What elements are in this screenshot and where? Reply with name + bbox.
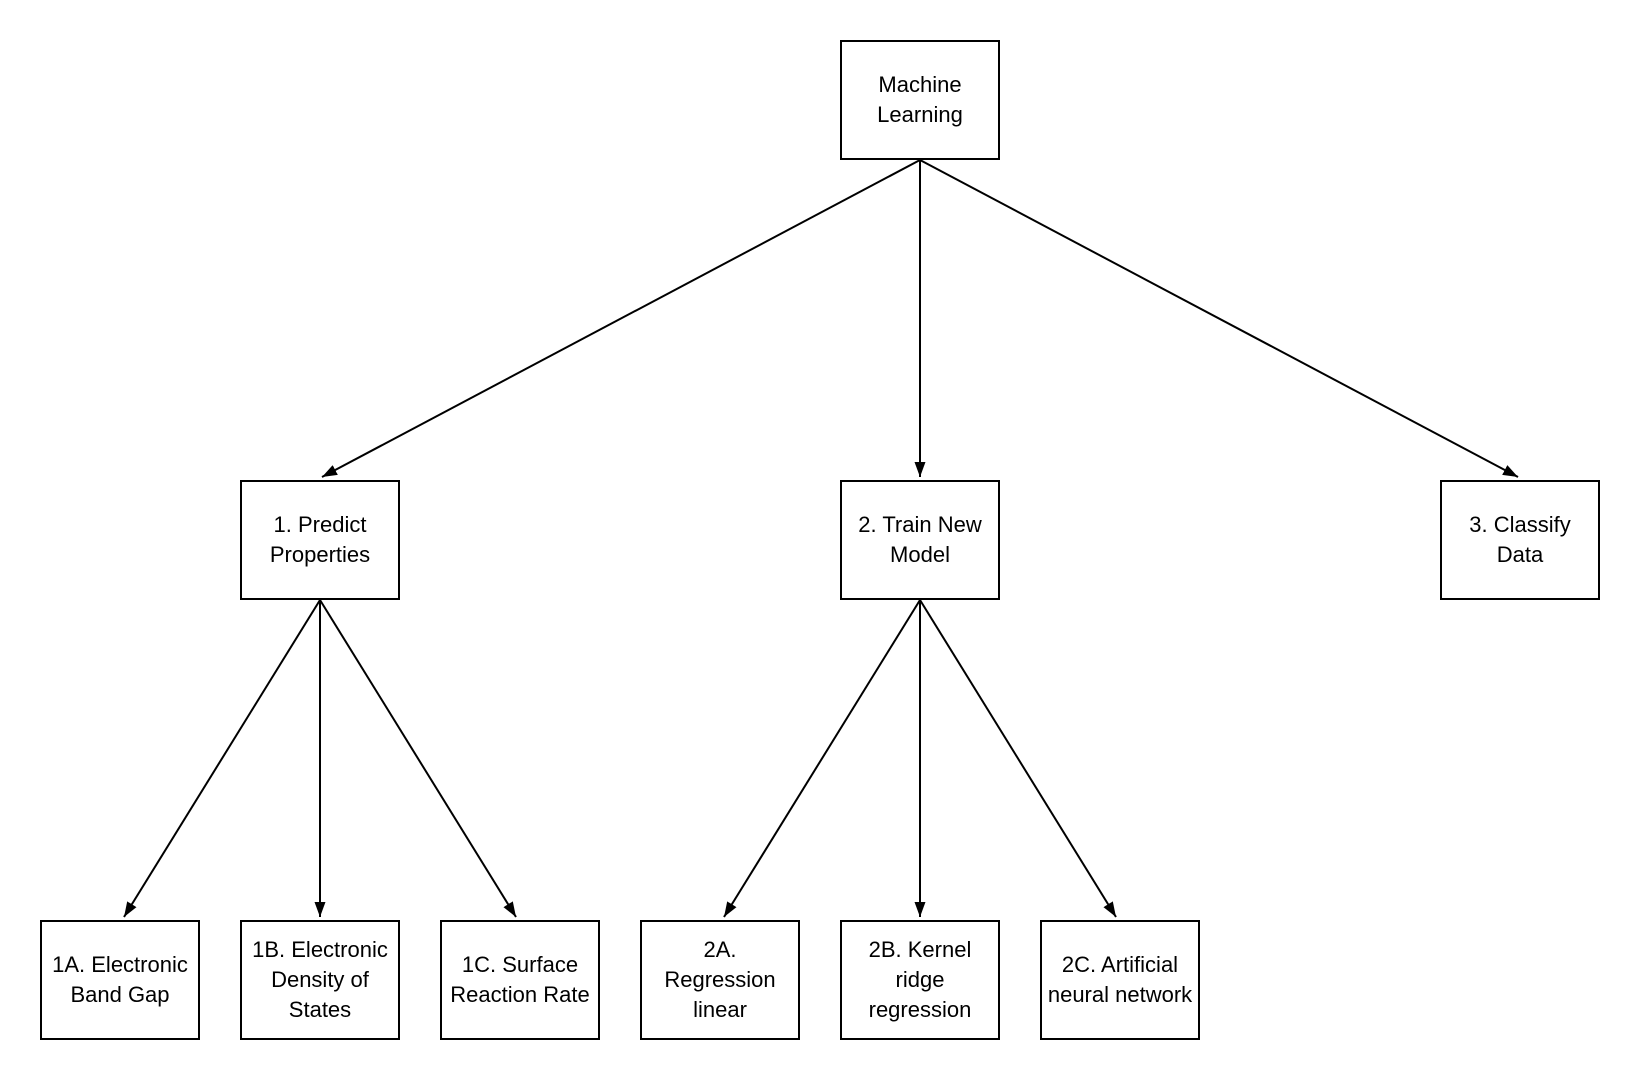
node-surface-reaction-rate: 1C. Surface Reaction Rate — [440, 920, 600, 1040]
node-artificial-neural-network: 2C. Artificial neural network — [1040, 920, 1200, 1040]
node-electronic-density-states: 1B. Electronic Density of States — [240, 920, 400, 1040]
edge-train-to-regression-linear — [723, 599, 921, 918]
edge-ml-to-classify-data — [919, 159, 1519, 478]
node-kernel-ridge-regression: 2B. Kernel ridge regression — [840, 920, 1000, 1040]
edge-predict-to-band-gap — [123, 599, 321, 918]
edge-predict-to-reaction-rate — [319, 599, 517, 918]
node-machine-learning: Machine Learning — [840, 40, 1000, 160]
node-classify-data: 3. Classify Data — [1440, 480, 1600, 600]
node-predict-properties: 1. Predict Properties — [240, 480, 400, 600]
node-train-new-model: 2. Train New Model — [840, 480, 1000, 600]
edge-ml-to-predict-properties — [321, 159, 921, 478]
node-regression-linear: 2A. Regression linear — [640, 920, 800, 1040]
edge-train-to-neural-network — [919, 599, 1117, 918]
node-electronic-band-gap: 1A. Electronic Band Gap — [40, 920, 200, 1040]
